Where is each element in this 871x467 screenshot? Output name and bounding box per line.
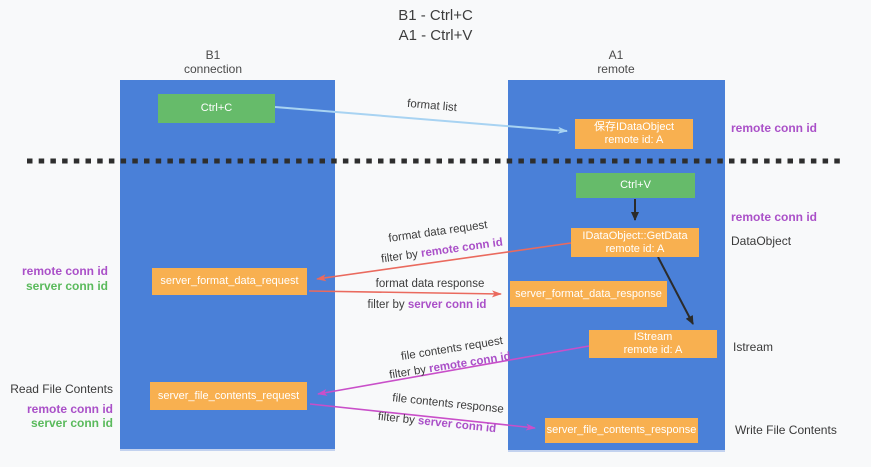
title-line-1: B1 - Ctrl+C [398, 7, 473, 24]
title-line-2: A1 - Ctrl+V [398, 27, 473, 44]
lane-b1-role: connection [183, 61, 243, 76]
node-server-file-contents-request: server_file_contents_request [150, 382, 307, 410]
left-annotation-file-group: Read File Contents remote conn id server… [2, 382, 113, 431]
node-save-dataobject-line1: 保存IDataObject [593, 121, 675, 133]
node-getdata-line1: IDataObject::GetData [582, 229, 688, 242]
write-file-contents-label: Write File Contents [735, 423, 837, 437]
lane-header-a1: A1 remote [556, 48, 676, 76]
node-server-format-data-request-label: server_format_data_request [160, 275, 299, 287]
node-server-file-contents-response: server_file_contents_response [545, 418, 698, 443]
left-remote-conn-id-1: remote conn id [21, 264, 108, 278]
format-data-response-arrow [308, 290, 502, 298]
node-server-file-contents-request-label: server_file_contents_request [157, 389, 300, 402]
node-ctrl-c-label: Ctrl+C [200, 102, 233, 114]
read-file-contents-label: Read File Contents [10, 382, 113, 396]
edge-label-filter-server-1: filter by server conn id [367, 299, 487, 311]
node-ctrl-v: Ctrl+V [576, 173, 695, 198]
left-server-conn-id-2: server conn id [30, 416, 113, 430]
lane-a1-name: A1 [608, 48, 624, 62]
istream-label: Istream [733, 340, 774, 354]
node-ctrl-c: Ctrl+C [158, 94, 275, 123]
node-save-dataobject-line2: remote id: A [604, 134, 664, 146]
edge-label-file-contents-response: file contents response [391, 392, 505, 416]
right-remote-conn-id-2: remote conn id [731, 210, 818, 224]
diagram-title: B1 - Ctrl+C A1 - Ctrl+V [0, 6, 871, 46]
node-istream: IStream remote id: A [589, 330, 717, 358]
node-ctrl-v-label: Ctrl+V [620, 179, 651, 191]
edge-label-format-list: format list [406, 97, 458, 115]
node-server-file-contents-response-label: server_file_contents_response [546, 424, 697, 436]
node-server-format-data-request: server_format_data_request [152, 268, 307, 295]
lane-b1-name: B1 [205, 48, 221, 62]
node-idataobject-getdata: IDataObject::GetData remote id: A [571, 228, 699, 257]
node-save-dataobject: 保存IDataObject remote id: A [575, 119, 693, 149]
left-annotation-format-group: remote conn id server conn id [8, 264, 108, 293]
left-remote-conn-id-2: remote conn id [26, 401, 113, 416]
node-getdata-line2: remote id: A [605, 242, 665, 255]
node-istream-line2: remote id: A [623, 344, 683, 356]
edge-label-format-data-response: format data response [375, 278, 485, 290]
lane-a1-role: remote [597, 61, 635, 76]
node-server-format-data-response-label: server_format_data_response [515, 287, 662, 300]
edge-label-filter-server-2: filter by server conn id [377, 410, 497, 436]
node-istream-line1: IStream [633, 331, 673, 343]
right-remote-conn-id-1: remote conn id [731, 121, 818, 135]
left-server-conn-id-1: server conn id [25, 278, 108, 293]
node-server-format-data-response: server_format_data_response [510, 281, 667, 307]
dataobject-label: DataObject [731, 234, 792, 248]
lane-header-b1: B1 connection [153, 48, 273, 76]
